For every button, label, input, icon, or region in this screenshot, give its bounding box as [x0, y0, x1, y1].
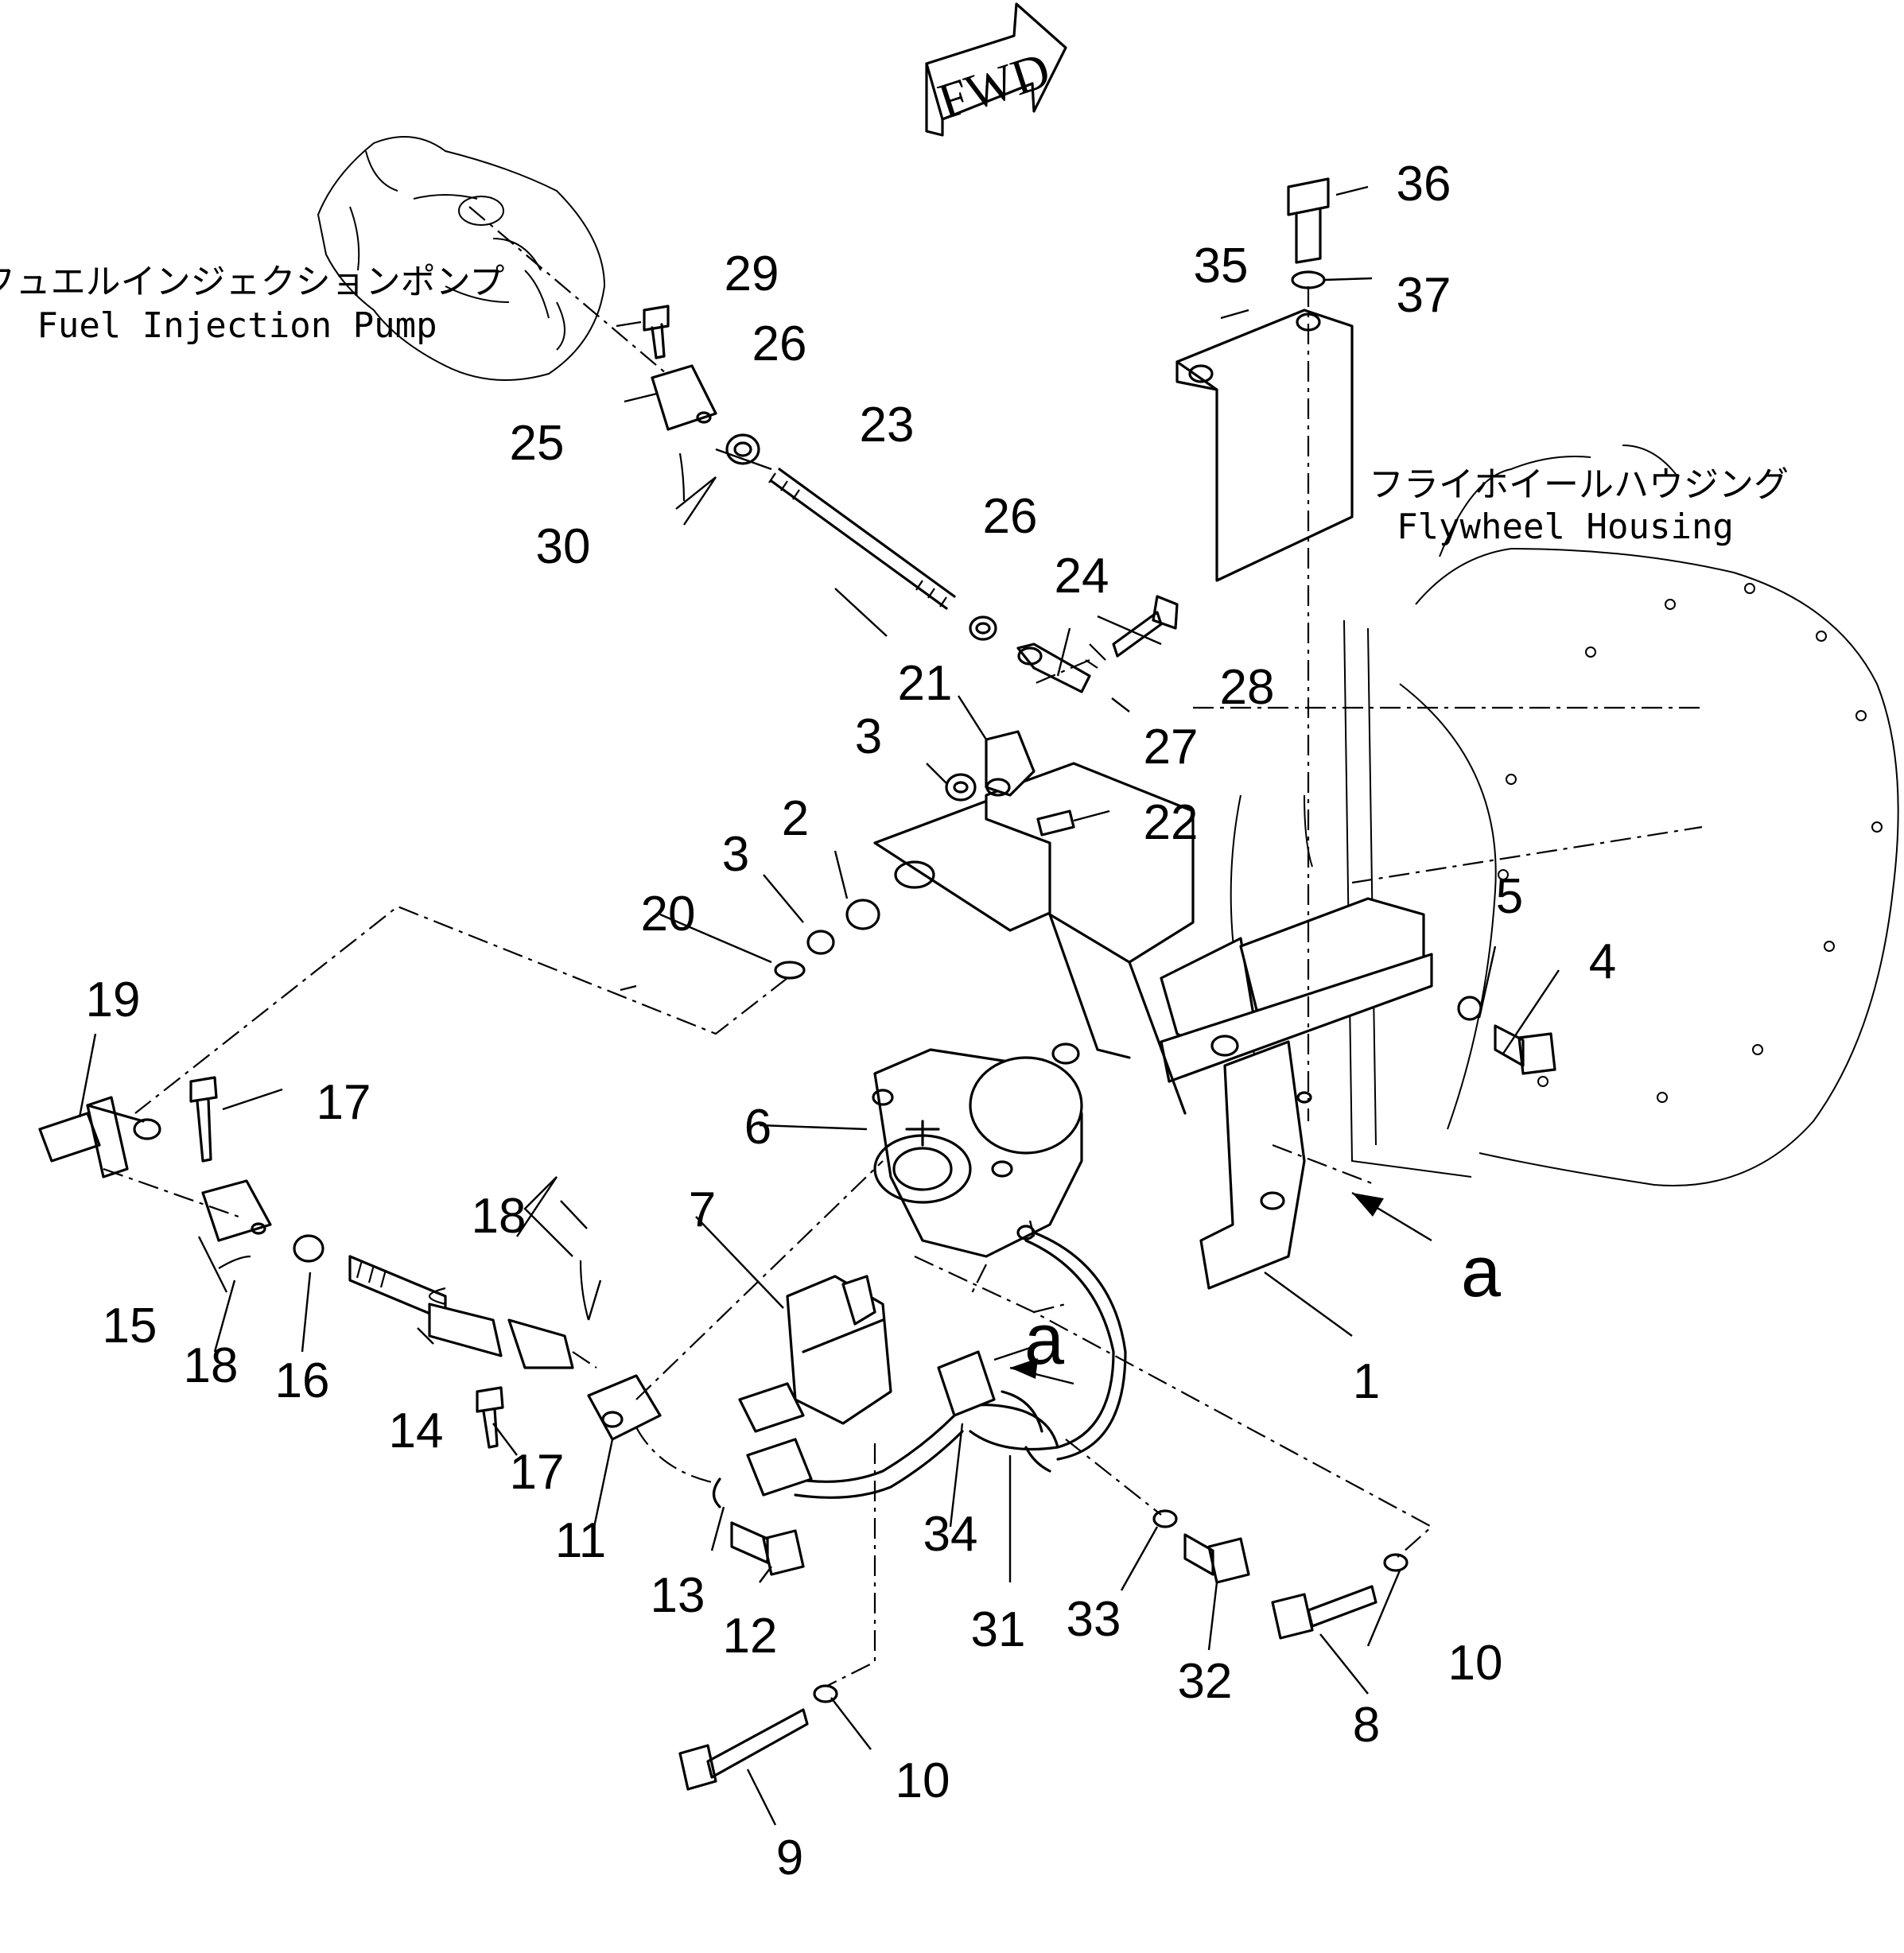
- part-label: 32: [1177, 1654, 1233, 1709]
- part-15-block: [201, 1179, 272, 1242]
- part-label: 14: [388, 1404, 444, 1458]
- part-35-bracket: [1175, 309, 1354, 582]
- part-label: 2: [781, 791, 810, 846]
- part-19-lever: [38, 1096, 161, 1178]
- part-label: 4: [1588, 934, 1617, 989]
- part-label: 23: [859, 398, 915, 452]
- part-label: 29: [724, 247, 779, 301]
- part-7-sensor: [786, 1275, 996, 1425]
- part-label: 9: [775, 1831, 804, 1885]
- part-label: 19: [85, 973, 141, 1027]
- fwd-arrow-icon: [925, 2, 1067, 137]
- fuel-injection-pump-outline: [317, 136, 606, 381]
- part-label: 1: [1352, 1354, 1381, 1409]
- part-label: 26: [752, 316, 807, 371]
- part-label: 10: [1447, 1636, 1503, 1691]
- part-21-lever: [985, 730, 1036, 797]
- leader-lines: [78, 185, 1560, 1826]
- part-label: 11: [554, 1513, 607, 1568]
- part-37-washer: [1291, 270, 1326, 289]
- view-callout-a-center: a: [1024, 1300, 1065, 1380]
- part-label: 24: [1054, 549, 1109, 604]
- part-23-rod: [768, 468, 956, 610]
- view-arrow-icon: [1009, 1191, 1432, 1385]
- part-label: 17: [316, 1075, 371, 1130]
- part-label: 3: [721, 827, 750, 882]
- part-label: 33: [1066, 1592, 1121, 1647]
- part-label: 6: [744, 1100, 772, 1155]
- part-24-link: [1016, 643, 1091, 693]
- part-14-rod-end: [348, 1255, 574, 1369]
- part-label: 34: [923, 1507, 978, 1562]
- part-label: 10: [895, 1753, 950, 1808]
- part-label: 26: [982, 489, 1038, 544]
- part-label: 21: [897, 656, 953, 711]
- part-label: 28: [1219, 660, 1275, 715]
- assembly-lines: [103, 206, 1703, 1687]
- part-label: 30: [535, 519, 591, 574]
- part-label: 27: [1143, 720, 1199, 775]
- part-label: 17: [509, 1445, 565, 1500]
- part-label: 5: [1495, 869, 1524, 924]
- part-label: 12: [722, 1609, 778, 1664]
- part-6-actuator: [872, 1048, 1083, 1258]
- part-label: 35: [1193, 239, 1249, 293]
- split-pins: [218, 452, 1106, 1321]
- part-1-mounting-bracket: [873, 762, 1433, 1290]
- part-label: 18: [471, 1189, 527, 1244]
- flywheel-housing-label-ja: フライホイールハウジング: [1369, 464, 1789, 505]
- flywheel-housing-outline: [1230, 445, 1899, 1186]
- part-label: 37: [1396, 268, 1451, 323]
- part-label: 22: [1143, 795, 1199, 850]
- part-36-bolt: [1287, 177, 1330, 264]
- part-label: 3: [854, 709, 883, 764]
- part-label: 15: [102, 1299, 157, 1353]
- bolts: [189, 305, 1556, 1791]
- part-label: 8: [1352, 1698, 1381, 1753]
- fuel-injection-pump-label-en: Fuel Injection Pump: [37, 305, 437, 346]
- part-label: 36: [1396, 157, 1451, 212]
- part-11-block: [587, 1374, 662, 1441]
- part-label: 18: [183, 1338, 239, 1393]
- flywheel-housing-label-en: Flywheel Housing: [1397, 507, 1734, 547]
- part-label: 16: [274, 1353, 330, 1408]
- electrical-connectors: [738, 1382, 813, 1497]
- part-label: 25: [509, 416, 565, 471]
- fuel-injection-pump-label-ja: フュエルインジェクションポンプ: [0, 262, 505, 302]
- wiring-harness: [794, 1231, 1127, 1499]
- part-label: 20: [640, 887, 696, 942]
- part-25-block: [651, 364, 717, 431]
- part-label: 31: [970, 1602, 1026, 1657]
- part-label: 7: [688, 1182, 717, 1237]
- part-22-pin: [1036, 810, 1075, 837]
- part-label: 13: [650, 1568, 705, 1623]
- view-callout-a-right: a: [1460, 1233, 1502, 1312]
